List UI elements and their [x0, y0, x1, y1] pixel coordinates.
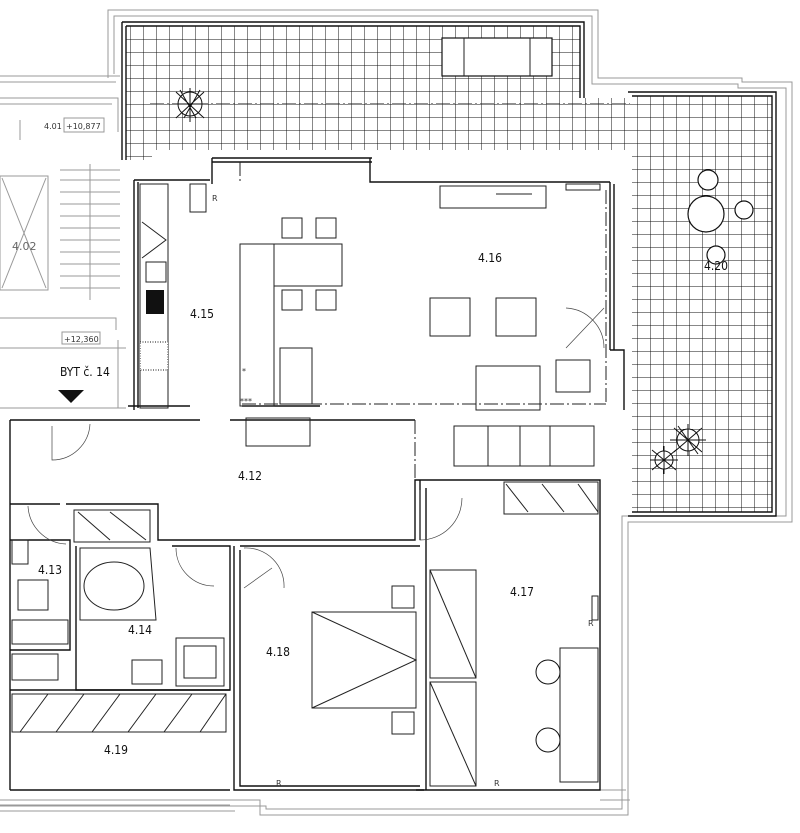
- kitchen-unit: [139, 183, 343, 447]
- apartment-label: BYT č. 14: [60, 365, 110, 379]
- level-lines: [239, 162, 607, 480]
- level-upper: +10,877: [66, 122, 101, 131]
- room-4-12-label: 4.12: [238, 469, 262, 483]
- terrace-bench: [441, 37, 553, 77]
- room-4-13-label: 4.13: [38, 563, 62, 577]
- radiator-mark: R: [276, 779, 282, 788]
- terrace-top: [121, 21, 634, 160]
- plant-terrace-1: [670, 424, 706, 456]
- bedroom-furniture: [311, 481, 599, 787]
- room-4-15-label: 4.15: [190, 307, 214, 321]
- room-4-16-label: 4.16: [478, 251, 502, 265]
- terrace-table: [687, 169, 754, 265]
- room-4-19-label: 4.19: [104, 743, 128, 757]
- triple-star-mark: ***: [240, 397, 252, 406]
- living-furniture: [429, 183, 605, 467]
- room-4-18-label: 4.18: [266, 645, 290, 659]
- room-4-14-label: 4.14: [128, 623, 152, 637]
- bathroom-fixtures: [11, 509, 227, 733]
- plant-terrace-2: [650, 446, 678, 474]
- apartment-walls: [9, 157, 625, 791]
- doors: [27, 423, 463, 589]
- radiator-mark: R: [588, 619, 594, 628]
- entry-arrow-icon: [58, 390, 84, 403]
- room-4-17-label: 4.17: [510, 585, 534, 599]
- outer-building-outline: [0, 9, 793, 816]
- level-lower: +12,360: [64, 335, 99, 344]
- radiator-mark: R: [212, 194, 218, 203]
- star-mark: *: [242, 367, 246, 376]
- terrace-right: [628, 91, 777, 517]
- radiator-mark: R: [494, 779, 500, 788]
- room-4-20-label: 4.20: [704, 259, 728, 273]
- stair-core: [0, 97, 126, 409]
- room-4-02-label: 4.02: [12, 240, 37, 253]
- stair-room-label: 4.01: [44, 122, 62, 131]
- plant-top: [172, 88, 208, 122]
